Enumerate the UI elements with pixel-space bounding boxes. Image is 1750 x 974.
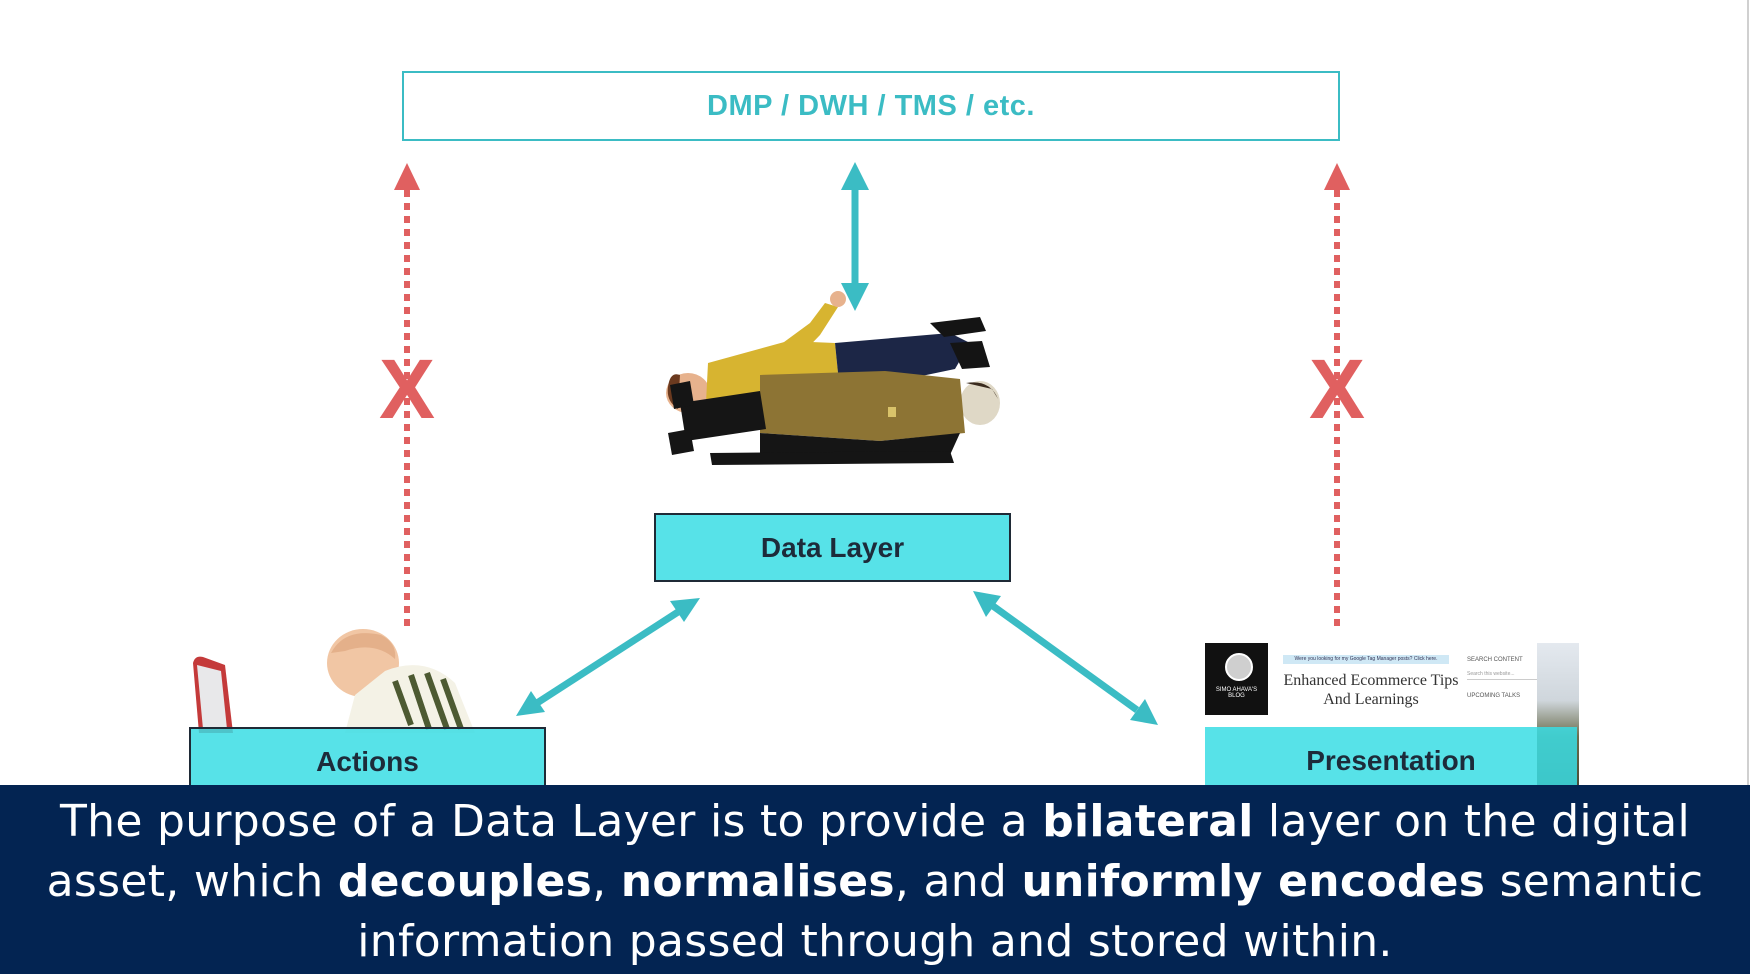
blog-name: SIMO AHAVA'S BLOG (1215, 687, 1258, 699)
blog-sidebar-talks-title: UPCOMING TALKS (1467, 693, 1521, 699)
right-blocked-arrow: X (1309, 163, 1365, 626)
author-avatar (1225, 653, 1253, 681)
left-blocked-x-icon: X (379, 342, 435, 436)
center-double-arrow (841, 162, 869, 311)
caption-bold-uniformly-encodes: uniformly encodes (1021, 856, 1486, 907)
slide-edge (1747, 0, 1749, 974)
caption-bold-bilateral: bilateral (1042, 796, 1254, 847)
baby-laptop-image (193, 629, 475, 733)
blog-avatar-panel: SIMO AHAVA'S BLOG (1205, 643, 1268, 715)
actions-label: Actions (316, 746, 419, 777)
blog-notice: Were you looking for my Google Tag Manag… (1283, 655, 1449, 664)
actions-box: Actions (189, 727, 546, 787)
caption-text-1: The purpose of a Data Layer is to provid… (59, 796, 1043, 847)
caption-banner: The purpose of a Data Layer is to provid… (0, 785, 1750, 974)
left-blocked-arrow: X (379, 163, 435, 626)
blog-sidebar-search-title: SEARCH CONTENT (1467, 657, 1523, 663)
presentation-label: Presentation (1306, 745, 1476, 776)
caption-bold-decouples: decouples (337, 856, 593, 907)
datalayer-presentation-arrow (973, 591, 1158, 725)
top-systems-label: DMP / DWH / TMS / etc. (707, 89, 1035, 122)
caption-text-4: , and (894, 856, 1022, 907)
caption-text-3: , (592, 856, 621, 907)
caption-text-2: layer on the digital asset, which (46, 796, 1691, 907)
top-systems-box: DMP / DWH / TMS / etc. (402, 71, 1340, 141)
android-uniform-figure (668, 371, 1000, 465)
caption-text-5: semantic information passed through and … (357, 856, 1704, 967)
crew-figures-image (666, 291, 1000, 465)
blog-sidebar-search: Search this website... (1467, 671, 1537, 680)
actions-datalayer-arrow (516, 598, 700, 716)
blog-post-title: Enhanced Ecommerce Tips And Learnings (1283, 672, 1459, 708)
presentation-box: Presentation (1205, 727, 1577, 787)
caption-bold-normalises: normalises (620, 856, 895, 907)
data-layer-box: Data Layer (654, 513, 1011, 582)
data-layer-label: Data Layer (760, 531, 905, 563)
right-blocked-x-icon: X (1309, 342, 1365, 436)
